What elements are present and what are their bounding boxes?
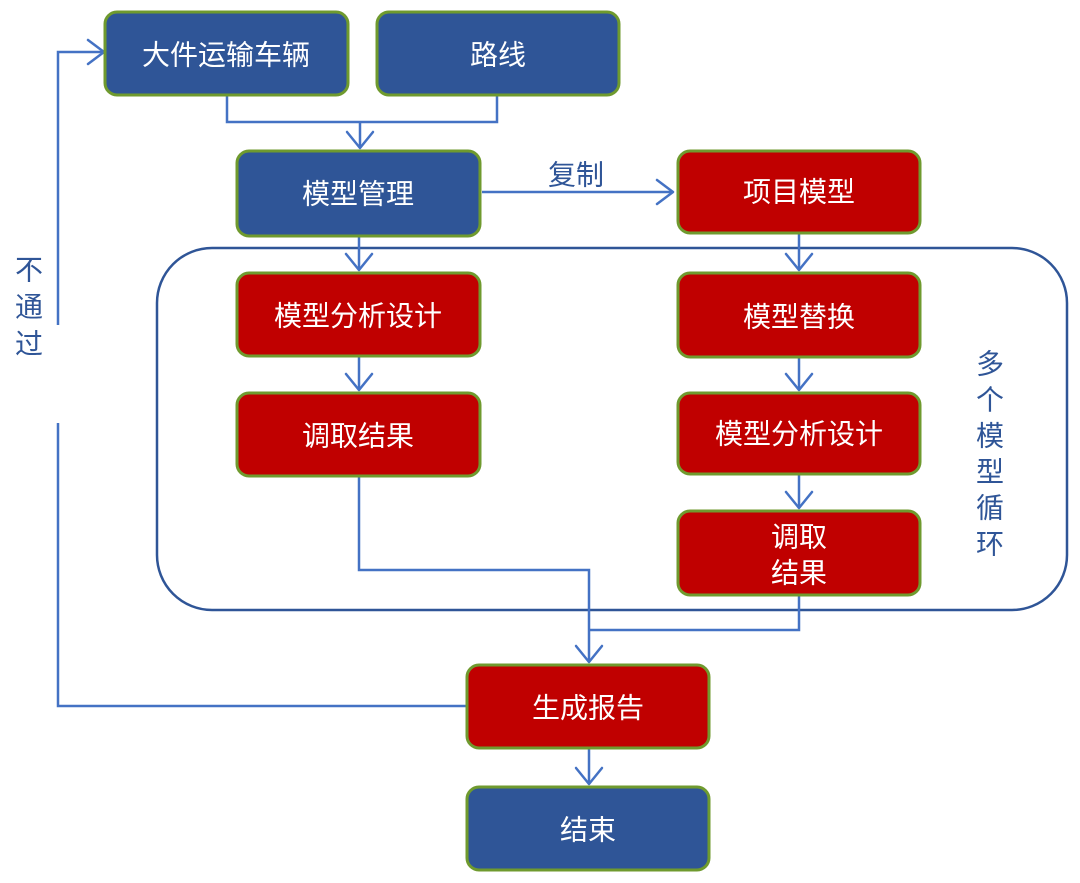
arrowhead-result-right: [784, 490, 814, 510]
node-generate-report-label: 生成报告: [532, 692, 644, 725]
node-fetch-result-left-label: 调取结果: [302, 420, 414, 453]
node-analysis-design-right-label: 模型分析设计: [715, 418, 883, 451]
arrowhead-end: [574, 766, 604, 786]
edge-result-left-to-report: [357, 476, 591, 662]
loop-label-char: 模: [976, 420, 1004, 453]
fail-edge-label: 不 通 过: [15, 254, 43, 361]
arrowhead-result-left: [344, 372, 374, 392]
node-generate-report: 生成报告: [465, 663, 711, 750]
edge-fail-loop-lower: [56, 423, 466, 708]
node-end-label: 结束: [560, 814, 616, 847]
node-fetch-result-right: 调取 结果: [676, 509, 922, 597]
arrowhead-replace: [784, 252, 814, 272]
node-project-model-label: 项目模型: [743, 176, 855, 209]
arrowhead-project-model: [655, 178, 675, 206]
node-end: 结束: [465, 785, 711, 872]
arrowhead-model-mgmt: [345, 130, 375, 150]
edge-result-right-to-report: [589, 595, 801, 632]
multi-model-loop-region: [155, 246, 1069, 612]
fail-label-char: 通: [15, 291, 43, 324]
node-model-management: 模型管理: [235, 149, 482, 238]
arrowhead-report: [574, 644, 604, 664]
node-model-replace: 模型替换: [676, 271, 922, 359]
node-analysis-design-right: 模型分析设计: [676, 391, 922, 476]
node-fetch-result-right-line2: 结果: [771, 557, 827, 590]
loop-label-char: 型: [976, 456, 1004, 489]
edge-vehicle-to-merge: [225, 95, 360, 124]
arrowhead-analysis-left: [344, 252, 374, 272]
node-fetch-result-left: 调取结果: [235, 391, 482, 478]
edge-route-to-merge: [360, 95, 499, 124]
multi-model-loop-label: 多 个 模 型 循 环: [976, 348, 1004, 561]
node-analysis-design-left-label: 模型分析设计: [274, 300, 442, 333]
loop-label-char: 个: [976, 384, 1004, 417]
node-route: 路线: [375, 10, 621, 97]
connectors: [56, 38, 814, 786]
loop-label-char: 多: [976, 348, 1004, 381]
node-model-replace-label: 模型替换: [743, 301, 855, 334]
node-vehicle-label: 大件运输车辆: [142, 39, 310, 72]
fail-label-char: 过: [15, 328, 43, 361]
node-fetch-result-right-line1: 调取: [771, 521, 827, 554]
copy-edge-label: 复制: [548, 159, 604, 192]
loop-label-char: 环: [976, 528, 1004, 561]
node-analysis-design-left: 模型分析设计: [235, 271, 482, 358]
node-route-label: 路线: [470, 39, 526, 72]
edge-fail-loop-upper: [56, 50, 104, 325]
arrowhead-analysis-right: [784, 372, 814, 392]
fail-label-char: 不: [15, 254, 43, 287]
loop-label-char: 循: [976, 492, 1004, 525]
node-vehicle: 大件运输车辆: [103, 10, 350, 97]
node-project-model: 项目模型: [676, 149, 922, 235]
node-model-management-label: 模型管理: [302, 178, 414, 211]
